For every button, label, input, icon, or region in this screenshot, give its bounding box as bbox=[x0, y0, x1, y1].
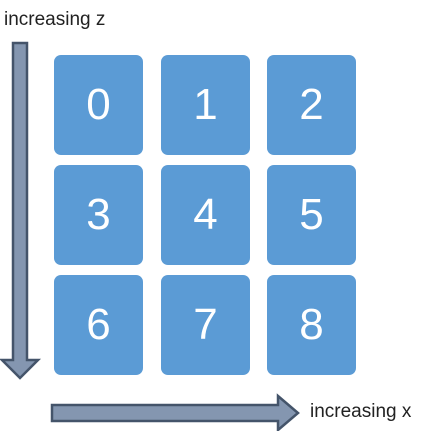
grid-cell: 8 bbox=[267, 275, 356, 375]
z-axis-label: increasing z bbox=[4, 9, 106, 30]
x-axis-label: increasing x bbox=[310, 401, 412, 422]
grid-cell: 7 bbox=[161, 275, 250, 375]
grid-cell: 5 bbox=[267, 165, 356, 265]
grid-cell: 1 bbox=[161, 55, 250, 155]
grid-cell: 4 bbox=[161, 165, 250, 265]
grid-cell: 6 bbox=[54, 275, 143, 375]
grid-cell: 3 bbox=[54, 165, 143, 265]
grid-cell: 0 bbox=[54, 55, 143, 155]
grid-cell: 2 bbox=[267, 55, 356, 155]
